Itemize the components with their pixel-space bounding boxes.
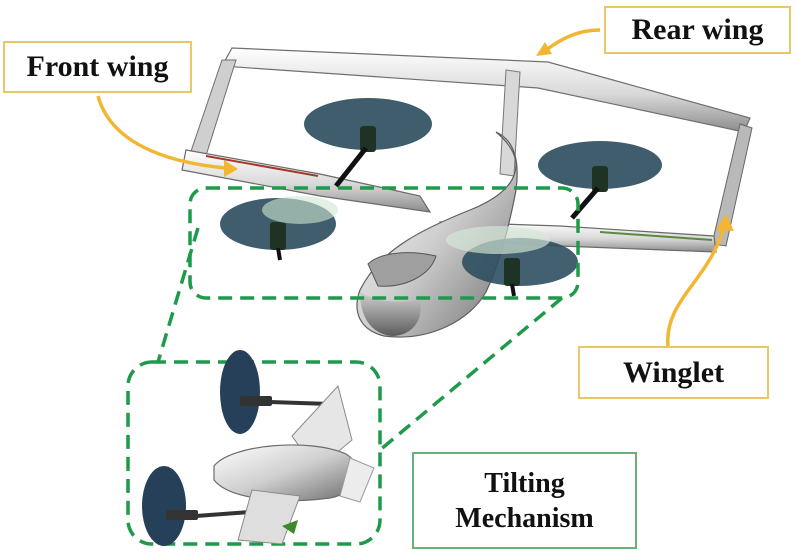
- inset-motor-bottom: [166, 510, 198, 520]
- inset-dashed-frame: [126, 360, 382, 546]
- tilting-label-line2: Mechanism: [455, 502, 594, 534]
- inset-connector-right: [378, 296, 564, 452]
- front-wing-right-trailing-edge: [599, 231, 713, 241]
- motor-front-left: [270, 222, 286, 250]
- motor-rear-right: [592, 166, 608, 192]
- front-wing-callout-arrowhead: [224, 160, 238, 177]
- front-wing-callout-arrow: [96, 95, 227, 170]
- inset-wing-tip: [339, 457, 375, 503]
- tilting-region-dashed-frame: [188, 186, 580, 300]
- motor-front-right: [504, 258, 520, 286]
- winglet-callout-arrow: [666, 225, 726, 347]
- tilting-label-line1: Tilting: [484, 467, 565, 499]
- tilting-mechanism-label-box: Tilting Mechanism: [412, 452, 637, 549]
- shaft-front-left: [276, 247, 282, 261]
- rotor-disc-rear-left: [304, 98, 432, 150]
- winglet-label-box: Winglet: [578, 346, 769, 399]
- cockpit-canopy: [367, 252, 437, 287]
- inset-boom-bottom: [195, 510, 251, 518]
- rear-wing-label: Rear wing: [631, 13, 764, 46]
- rear-wing: [221, 47, 751, 133]
- inset-rotor-top: [220, 350, 260, 434]
- inset-connector-left: [156, 227, 200, 363]
- inset-wing-bottom: [237, 489, 301, 545]
- nacelle-highlight-left: [262, 196, 338, 224]
- front-wing-label: Front wing: [26, 50, 169, 83]
- front-wing-trailing-edge: [205, 155, 319, 177]
- nacelle-highlight-right: [446, 226, 550, 254]
- rotor-disc-rear-right: [538, 141, 662, 189]
- shaft-front-right: [510, 283, 516, 297]
- inset-motor-top: [240, 396, 272, 406]
- boom-rear-right: [570, 186, 600, 220]
- inset-green-mark: [282, 520, 298, 534]
- inset-boom-top: [269, 400, 331, 406]
- rear-wing-callout-arrowhead: [536, 42, 552, 56]
- winglet-label: Winglet: [622, 355, 725, 389]
- inset-rotor-bottom: [142, 466, 186, 546]
- fuselage: [356, 131, 518, 338]
- left-winglet: [187, 59, 237, 163]
- front-wing-label-box: Front wing: [3, 41, 192, 93]
- winglet-callout-arrowhead: [716, 214, 734, 231]
- right-winglet: [711, 123, 753, 247]
- motor-rear-left: [360, 126, 376, 152]
- inset-nacelle: [213, 444, 358, 502]
- nose-section: [360, 292, 421, 336]
- rear-wing-label-box: Rear wing: [604, 6, 791, 54]
- front-wing: [181, 149, 432, 213]
- rear-wing-callout-arrow: [544, 28, 601, 52]
- boom-rear-left: [334, 146, 368, 188]
